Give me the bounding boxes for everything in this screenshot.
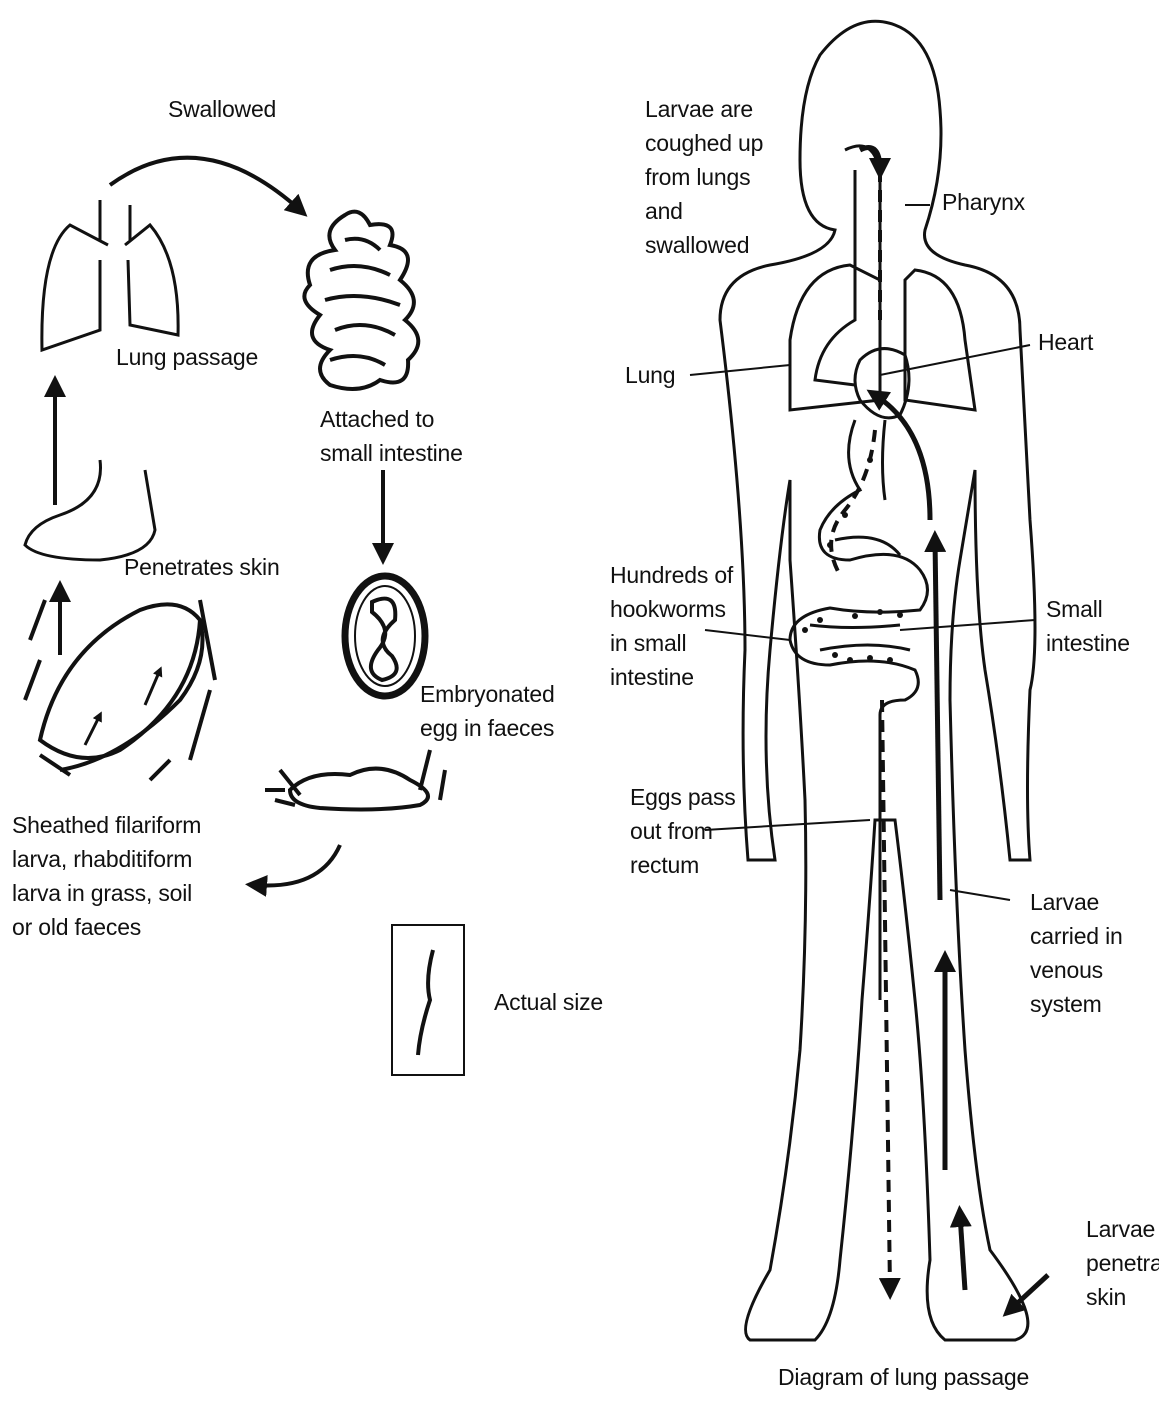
body-outline: [720, 21, 1035, 1340]
lungs-icon: [42, 200, 178, 350]
label-heart: Heart: [1038, 325, 1093, 359]
label-pharynx: Pharynx: [942, 185, 1025, 219]
faeces-icon: [265, 750, 445, 809]
label-actual-size: Actual size: [494, 985, 603, 1019]
label-penetrates-skin: Penetrates skin: [124, 550, 280, 584]
intestine-icon: [304, 212, 418, 389]
label-lung: Lung: [625, 358, 675, 392]
caption: Diagram of lung passage: [778, 1360, 1029, 1394]
label-lung-passage: Lung passage: [116, 340, 258, 374]
egg-icon: [345, 576, 425, 696]
grass-larvae-icon: [25, 600, 215, 780]
actual-size-box: [392, 925, 464, 1075]
foot-icon: [25, 460, 155, 560]
label-swallowed: Swallowed: [168, 92, 276, 126]
